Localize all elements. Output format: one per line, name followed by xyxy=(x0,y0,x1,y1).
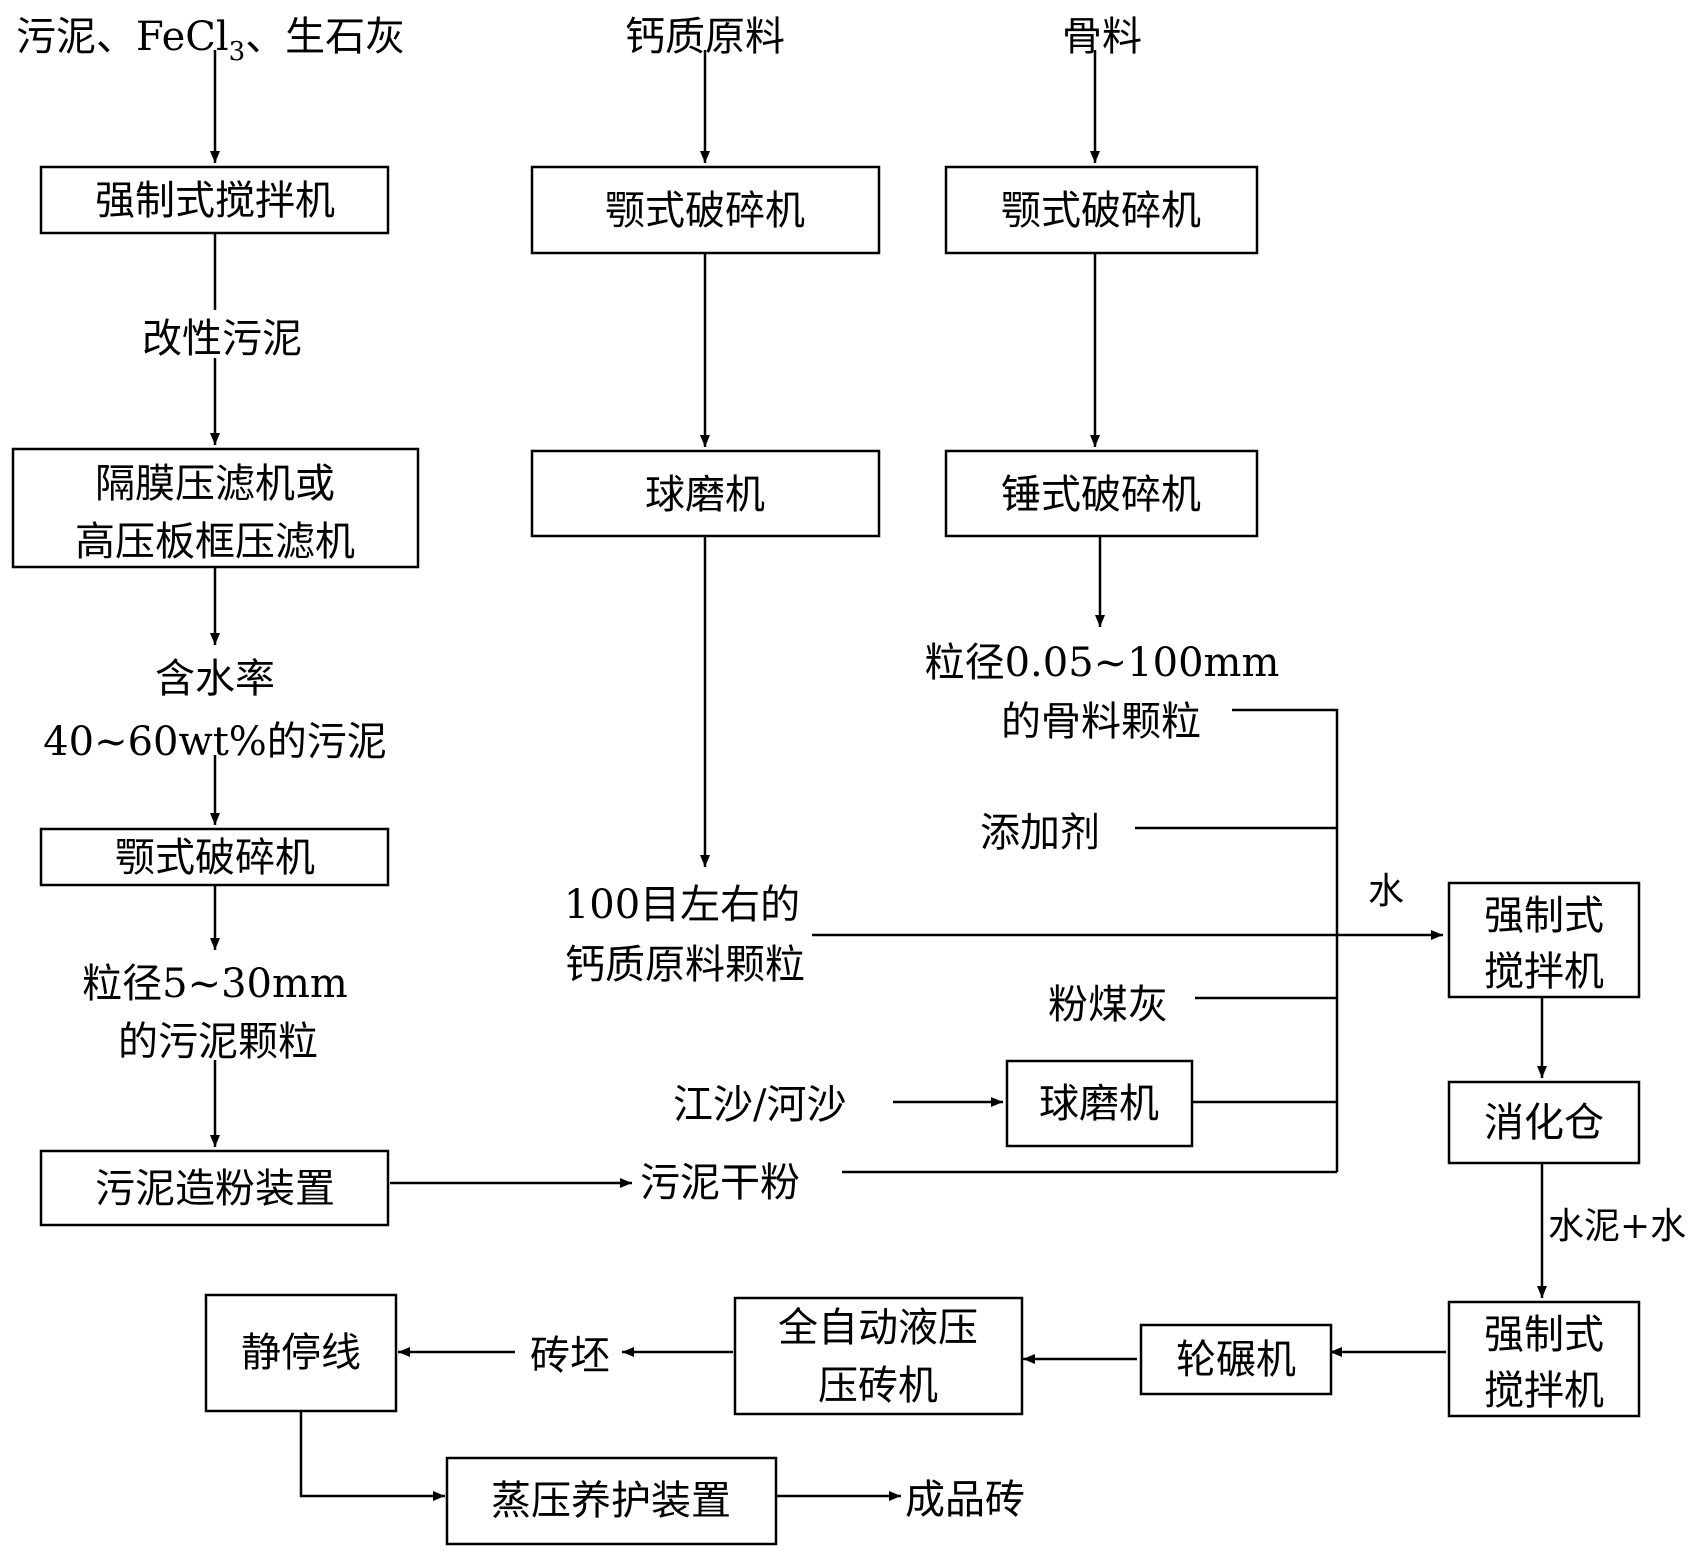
label-sludge-particles-line1: 粒径5~30mm xyxy=(82,961,348,1007)
label-jaw-aggregate: 颚式破碎机 xyxy=(1001,188,1201,234)
box-hammer-crusher xyxy=(944,449,1259,538)
label-sludge-particles-line2: 的污泥颗粒 xyxy=(118,1019,318,1065)
line-aggregate-particles-to-bus xyxy=(1232,708,1339,1172)
box-ball-mill-sand xyxy=(1005,1059,1194,1148)
label-jaw-sludge: 颚式破碎机 xyxy=(115,835,315,881)
label-roller-mill: 轮碾机 xyxy=(1176,1337,1296,1383)
label-calcium-particles-line1: 100目左右的 xyxy=(564,882,800,928)
label-hammer-crusher: 锤式破碎机 xyxy=(1001,472,1201,518)
flow-labels: 污泥、FeCl3、生石灰 钙质原料 骨料 改性污泥 含水率 40~60wt%的污… xyxy=(16,14,1686,1523)
label-digestion-bin: 消化仓 xyxy=(1484,1100,1604,1146)
label-filter-line1: 隔膜压滤机或 xyxy=(95,461,335,507)
label-ball-mill-sand: 球磨机 xyxy=(1039,1081,1159,1127)
label-static-line: 静停线 xyxy=(241,1330,361,1376)
label-filter-line2: 高压板框压滤机 xyxy=(75,519,355,565)
input-calcium-label: 钙质原料 xyxy=(625,14,785,60)
box-jaw-calcium xyxy=(530,165,881,255)
box-hydraulic-press xyxy=(733,1296,1024,1416)
label-ball-mill-calcium: 球磨机 xyxy=(645,472,765,518)
input-sludge-subscript: 3 xyxy=(229,37,246,67)
label-finished-brick: 成品砖 xyxy=(905,1477,1025,1523)
label-mixer-right-line2: 搅拌机 xyxy=(1484,949,1604,995)
label-modified-sludge: 改性污泥 xyxy=(142,316,302,362)
label-sludge-powder-device: 污泥造粉装置 xyxy=(95,1166,335,1212)
label-autoclave: 蒸压养护装置 xyxy=(491,1478,731,1524)
box-sludge-powder-device xyxy=(39,1149,390,1227)
label-press-line1: 全自动液压 xyxy=(778,1305,978,1351)
label-fly-ash: 粉煤灰 xyxy=(1048,982,1168,1028)
label-mixer-right-line1: 强制式 xyxy=(1484,893,1604,939)
box-jaw-sludge xyxy=(39,827,390,887)
label-sand: 江沙/河沙 xyxy=(673,1082,846,1128)
label-press-line2: 压砖机 xyxy=(818,1363,938,1409)
label-moisture-line2: 40~60wt%的污泥 xyxy=(43,719,387,765)
label-aggregate-particles-line1: 粒径0.05~100mm xyxy=(925,640,1280,686)
label-mixer-bottom-line2: 搅拌机 xyxy=(1484,1368,1604,1414)
label-additive: 添加剂 xyxy=(980,810,1100,856)
box-digestion-bin xyxy=(1447,1080,1641,1165)
input-sludge-part1: 污泥、FeCl xyxy=(16,14,229,60)
connectors xyxy=(210,50,1547,1501)
label-water: 水 xyxy=(1368,871,1404,912)
box-ball-mill-calcium xyxy=(530,449,881,538)
box-mixer-right xyxy=(1447,881,1641,999)
arrow-static-to-autoclave xyxy=(299,1411,445,1501)
process-boxes xyxy=(11,165,1641,1546)
label-mixer-bottom-line1: 强制式 xyxy=(1484,1312,1604,1358)
box-mixer-bottom xyxy=(1447,1300,1641,1418)
box-autoclave xyxy=(445,1456,778,1546)
input-sludge-part2: 、生石灰 xyxy=(245,14,405,60)
label-aggregate-particles-line2: 的骨料颗粒 xyxy=(1001,699,1201,745)
label-moisture-line1: 含水率 xyxy=(155,656,275,702)
box-mixer-top xyxy=(39,165,390,235)
box-roller-mill xyxy=(1139,1323,1333,1396)
label-brick-blank: 砖坯 xyxy=(530,1333,610,1379)
box-jaw-aggregate xyxy=(944,165,1259,255)
label-calcium-particles-line2: 钙质原料颗粒 xyxy=(565,942,805,988)
label-jaw-calcium: 颚式破碎机 xyxy=(605,188,805,234)
label-cement-water: 水泥+水 xyxy=(1548,1206,1686,1247)
input-sludge-label: 污泥、FeCl3、生石灰 xyxy=(16,14,405,67)
label-mixer-top: 强制式搅拌机 xyxy=(95,178,335,224)
box-static-line xyxy=(204,1293,398,1413)
input-aggregate-label: 骨料 xyxy=(1062,14,1142,60)
box-filter-press xyxy=(11,447,420,569)
box-labels: 强制式搅拌机 颚式破碎机 颚式破碎机 隔膜压滤机或 高压板框压滤机 球磨机 锤式… xyxy=(75,178,1604,1524)
label-sludge-dry-powder: 污泥干粉 xyxy=(640,1160,800,1206)
